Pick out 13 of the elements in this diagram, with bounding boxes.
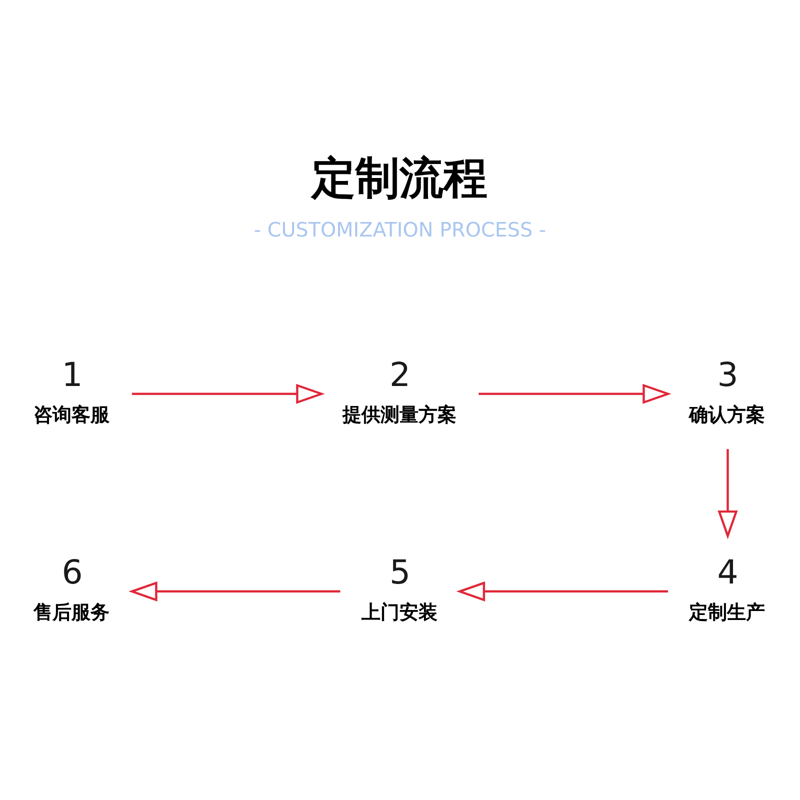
arrow bbox=[478, 383, 672, 404]
node-text: 5 上门安装 bbox=[361, 552, 438, 624]
arrow bbox=[132, 383, 325, 404]
node-text: 3 确认方案 bbox=[689, 354, 766, 426]
node-text: 4 定制生产 bbox=[689, 552, 766, 624]
arrow bbox=[128, 580, 340, 601]
arrow bbox=[456, 580, 668, 601]
node-text: 2 提供测量方案 bbox=[342, 354, 457, 426]
arrow bbox=[718, 448, 738, 539]
node-text: 6 售后服务 bbox=[34, 552, 110, 624]
label: - CUSTOMIZATION PROCESS - bbox=[254, 218, 546, 242]
diagram-title: 定制流程 bbox=[312, 152, 488, 204]
node-text: 1 咨询客服 bbox=[34, 354, 110, 426]
